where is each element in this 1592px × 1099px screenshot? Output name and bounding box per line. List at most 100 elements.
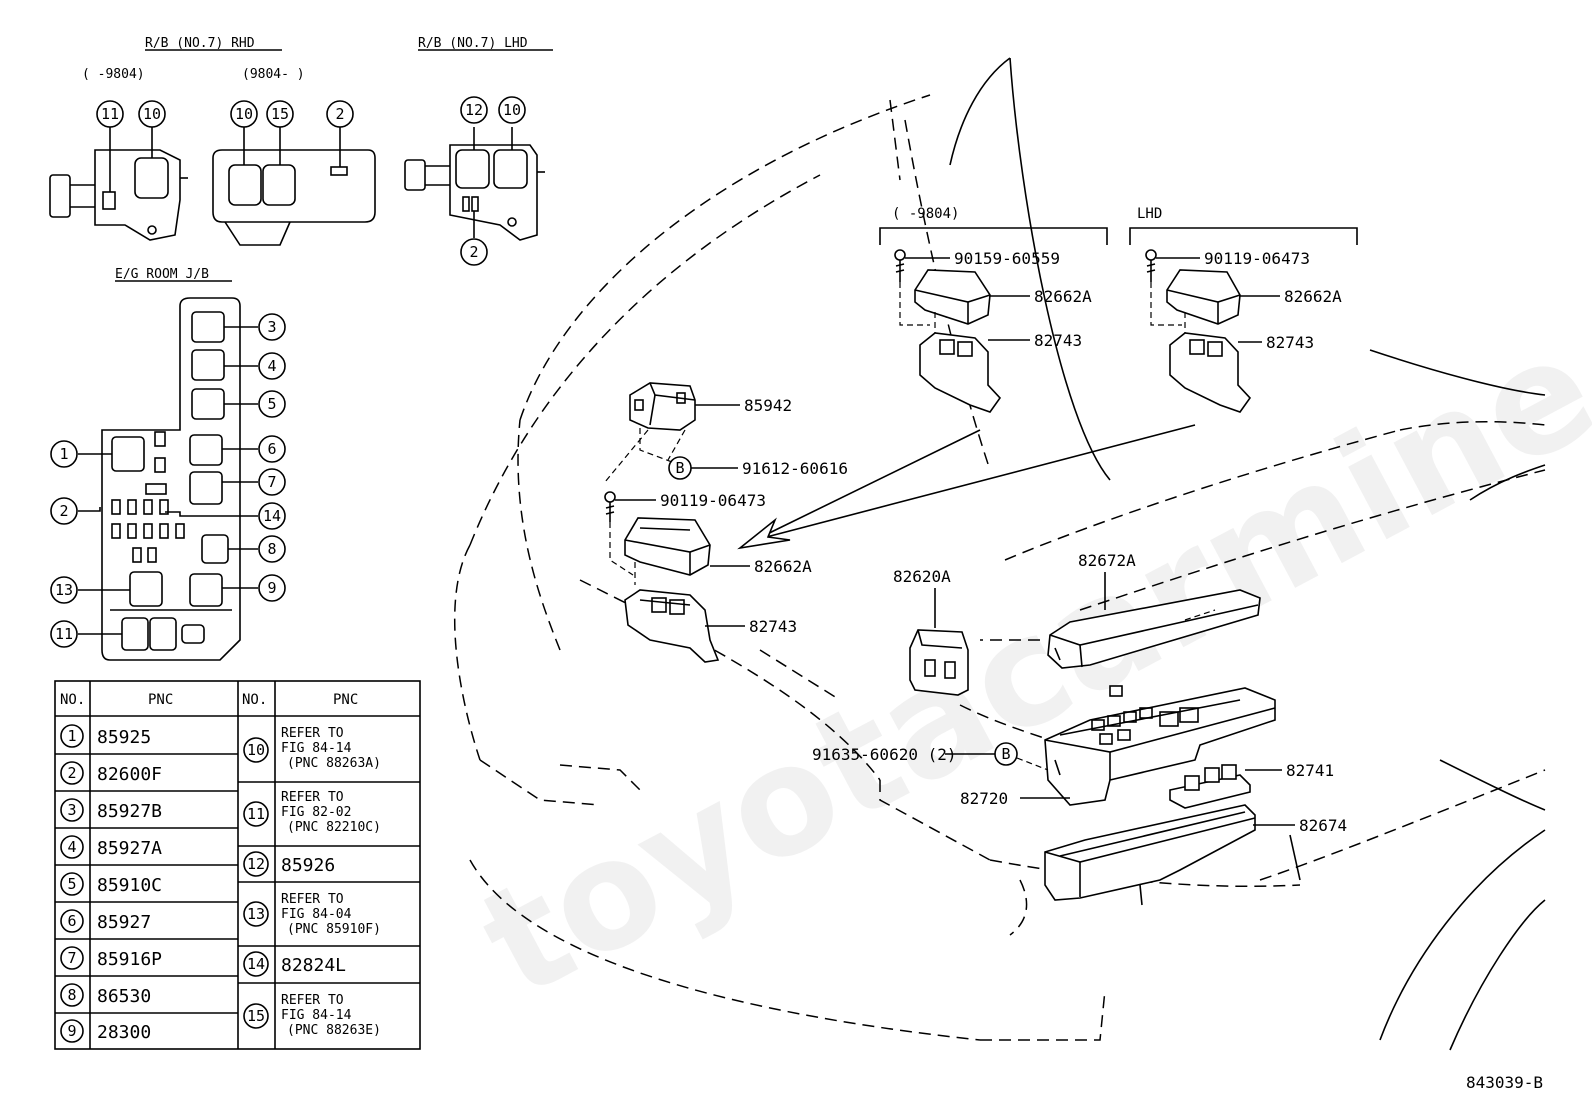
svg-text:FIG 84-14: FIG 84-14: [281, 1008, 352, 1023]
callout-3-jb: 3: [258, 313, 286, 341]
callout-circles: 11 10 10 15 2 12 10 2 3 4 5 6 7 14 8 9 1…: [50, 96, 526, 648]
part-label-91612-60616: 91612-60616: [742, 459, 848, 478]
variant-lhd-group: LHD 90119-06473 82662A 82743: [1129, 206, 1358, 413]
svg-text:3: 3: [267, 318, 276, 336]
rb-rhd-late-label: (9804- ): [242, 67, 305, 82]
svg-text:5: 5: [67, 875, 76, 893]
table-row: 2 82600F: [60, 761, 162, 785]
table-row: 14 82824L: [243, 951, 346, 977]
svg-text:85927B: 85927B: [97, 801, 162, 822]
part-label-82662a-main: 82662A: [754, 557, 812, 576]
svg-text:4: 4: [267, 357, 276, 375]
svg-text:9: 9: [67, 1022, 76, 1040]
bolt-b-label-lower: B: [1001, 745, 1010, 763]
table-row: 12 85926: [243, 851, 335, 877]
relay-82620a: 82620A: [893, 567, 969, 696]
svg-text:2: 2: [67, 764, 76, 782]
svg-text:8: 8: [67, 986, 76, 1004]
rb-lhd-inset: R/B (NO.7) LHD: [404, 36, 553, 241]
svg-text:FIG 84-14: FIG 84-14: [281, 741, 352, 756]
part-label-82662a-early: 82662A: [1034, 287, 1092, 306]
svg-text:6: 6: [67, 912, 76, 930]
relay-82741: 82741: [1169, 761, 1334, 809]
callout-5-jb: 5: [258, 390, 286, 418]
svg-text:8: 8: [267, 540, 276, 558]
table-row: 3 85927B: [60, 798, 162, 822]
svg-text:11: 11: [247, 805, 265, 823]
table-row: 6 85927: [60, 909, 151, 933]
table-header-pnc-right: PNC: [333, 692, 358, 708]
rb-lhd-title: R/B (NO.7) LHD: [418, 36, 528, 51]
part-label-82743-main: 82743: [749, 617, 797, 636]
variant-early-group: ( -9804) 90159-60559 82662A 82743: [879, 206, 1108, 413]
bolt-b-ref-lower: 91635-60620 (2) B: [812, 742, 1049, 771]
svg-text:15: 15: [247, 1007, 265, 1025]
svg-text:2: 2: [59, 502, 68, 520]
svg-text:1: 1: [59, 445, 68, 463]
diagram-code: 843039-B: [1466, 1073, 1543, 1092]
eg-room-jb-inset: E/G ROOM J/B: [78, 267, 258, 661]
part-label-82720: 82720: [960, 789, 1008, 808]
svg-text:11: 11: [55, 625, 73, 643]
svg-text:FIG 82-02: FIG 82-02: [281, 805, 351, 820]
callout-2-rhd-late: 2: [326, 100, 354, 128]
callout-10-rhd-late: 10: [230, 100, 258, 128]
rb-rhd-title: R/B (NO.7) RHD: [145, 36, 255, 51]
svg-text:10: 10: [143, 105, 161, 123]
svg-text:82600F: 82600F: [97, 764, 162, 785]
svg-text:REFER TO: REFER TO: [281, 892, 344, 907]
svg-text:10: 10: [247, 741, 265, 759]
relay-85942: 85942: [604, 382, 792, 483]
relay-block-82743-main: 82743: [624, 589, 797, 663]
table-row: 8 86530: [60, 983, 151, 1007]
svg-text:FIG 84-04: FIG 84-04: [281, 907, 352, 922]
table-header-pnc-left: PNC: [148, 692, 173, 708]
svg-text:15: 15: [271, 105, 289, 123]
table-row: 15 REFER TO FIG 84-14 (PNC 88263E): [243, 993, 381, 1038]
svg-text:11: 11: [101, 105, 119, 123]
pnc-table: NO. PNC NO. PNC 1 85925 2 82600F 3 85927…: [54, 680, 421, 1050]
table-header-no-right: NO.: [242, 692, 267, 708]
part-label-82743-lhd: 82743: [1266, 333, 1314, 352]
table-header-no-left: NO.: [60, 692, 85, 708]
part-label-90159-60559: 90159-60559: [954, 249, 1060, 268]
svg-text:85925: 85925: [97, 727, 151, 748]
callout-4-jb: 4: [258, 352, 286, 380]
svg-text:2: 2: [335, 105, 344, 123]
table-row: 7 85916P: [60, 946, 162, 970]
svg-text:28300: 28300: [97, 1022, 151, 1043]
svg-text:4: 4: [67, 838, 76, 856]
eg-room-title: E/G ROOM J/B: [115, 267, 209, 282]
svg-text:14: 14: [263, 507, 281, 525]
table-row: 9 28300: [60, 1019, 151, 1043]
callout-15-rhd-late: 15: [266, 100, 294, 128]
svg-text:85927A: 85927A: [97, 838, 162, 859]
callout-13-jb: 13: [50, 576, 78, 604]
part-label-82662a-lhd: 82662A: [1284, 287, 1342, 306]
table-row: 1 85925: [60, 724, 151, 748]
svg-text:14: 14: [247, 955, 265, 973]
part-label-82674: 82674: [1299, 816, 1347, 835]
svg-text:REFER TO: REFER TO: [281, 790, 344, 805]
screw-90119-left: 90119-06473: [604, 491, 766, 576]
bolt-b-label: B: [675, 459, 684, 477]
part-label-85942: 85942: [744, 396, 792, 415]
callout-11-jb: 11: [50, 620, 78, 648]
callout-12-lhd: 12: [460, 96, 488, 124]
svg-text:(PNC 82210C): (PNC 82210C): [287, 820, 381, 835]
rb-rhd-inset: R/B (NO.7) RHD ( -9804) (9804- ): [49, 36, 376, 246]
part-label-82743-early: 82743: [1034, 331, 1082, 350]
table-row: 11 REFER TO FIG 82-02 (PNC 82210C): [243, 790, 381, 835]
callout-7-jb: 7: [258, 468, 286, 496]
svg-text:(PNC 85910F): (PNC 85910F): [287, 922, 381, 937]
svg-text:1: 1: [67, 727, 76, 745]
cover-82674: 82674: [1044, 804, 1347, 906]
svg-text:85926: 85926: [281, 855, 335, 876]
part-label-90119-06473-lhd: 90119-06473: [1204, 249, 1310, 268]
table-row: 13 REFER TO FIG 84-04 (PNC 85910F): [243, 892, 381, 937]
callout-2-jb: 2: [50, 497, 78, 525]
variant-lhd-label: LHD: [1137, 206, 1162, 222]
part-label-91635-60620: 91635-60620 (2): [812, 745, 957, 764]
svg-text:7: 7: [67, 949, 76, 967]
